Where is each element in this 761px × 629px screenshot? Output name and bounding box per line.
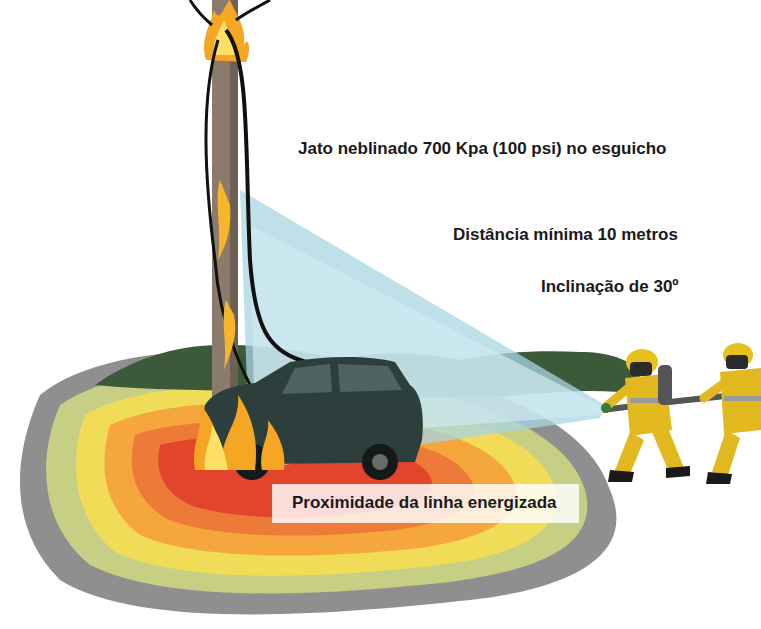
- annotation-label: Inclinação de 30º: [541, 277, 679, 297]
- node-text: Proximidade da linha energizada: [292, 493, 559, 513]
- annotation-label: Jato neblinado 700 Kpa (100 psi) no esgu…: [298, 139, 666, 159]
- warning-band: Proximidade da linha energizada: [272, 484, 579, 523]
- annotation-label: Distância mínima 10 metros: [453, 225, 678, 245]
